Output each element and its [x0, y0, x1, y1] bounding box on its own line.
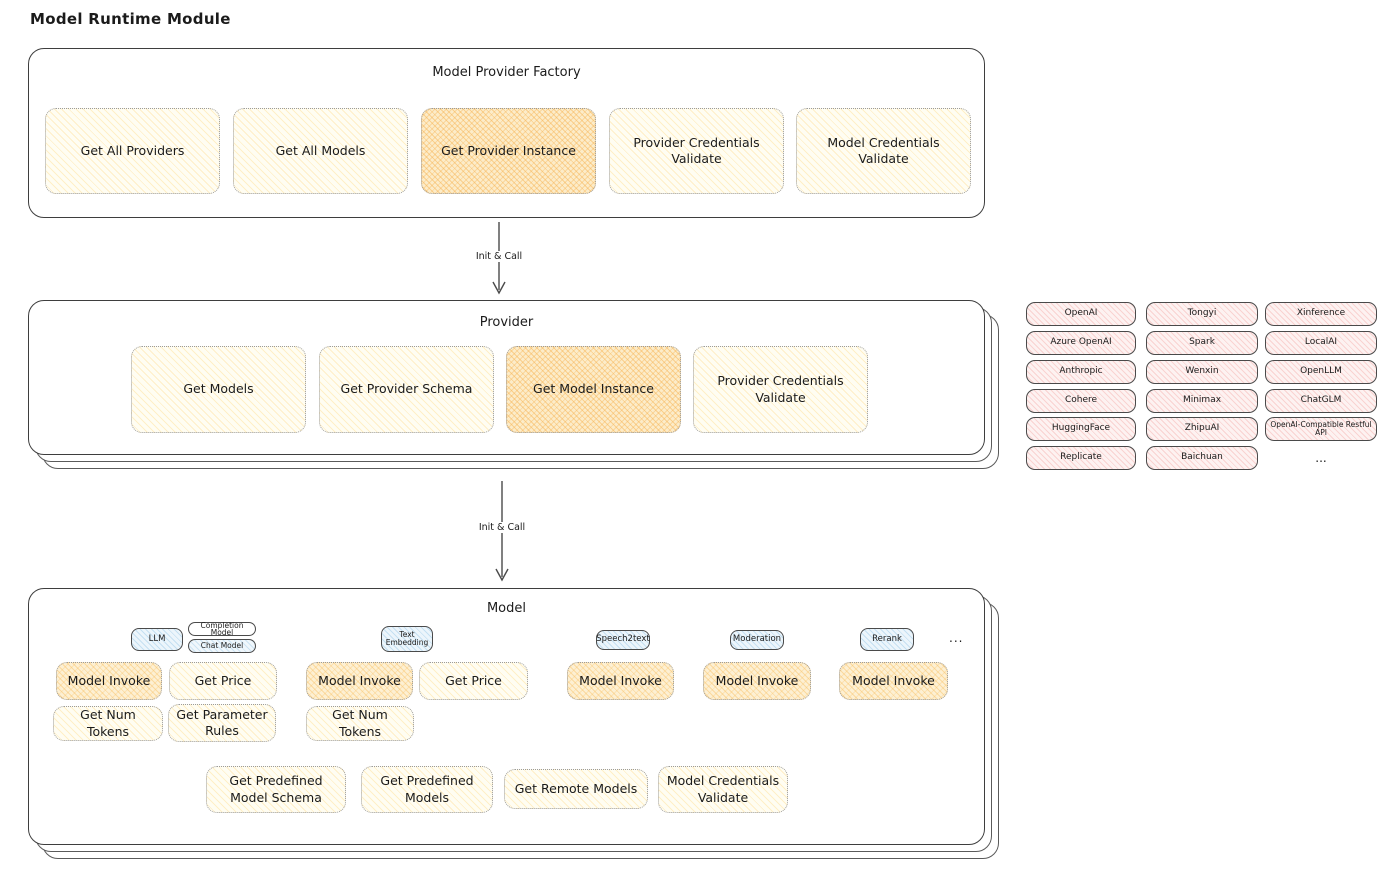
factory-box-title: Model Provider Factory — [432, 65, 581, 80]
factory-get-all-providers-button: Get All Providers — [45, 108, 220, 194]
page-title: Model Runtime Module — [30, 10, 231, 28]
vendor-replicate: Replicate — [1026, 446, 1136, 470]
llm-model-invoke-button: Model Invoke — [56, 662, 162, 700]
provider-provider-credentials-validate-button: Provider Credentials Validate — [693, 346, 868, 433]
moderation-model-invoke-button: Model Invoke — [703, 662, 811, 700]
provider-box: Provider Get Models Get Provider Schema … — [28, 300, 985, 455]
provider-box-title: Provider — [479, 315, 534, 330]
chip-chat-model: Chat Model — [188, 639, 256, 653]
chip-completion-model: Completion Model — [188, 621, 256, 636]
provider-get-model-instance-button: Get Model Instance — [506, 346, 681, 433]
speech2text-model-invoke-button: Model Invoke — [567, 662, 674, 700]
vendor-huggingface: HuggingFace — [1026, 417, 1136, 441]
factory-get-all-models-button: Get All Models — [233, 108, 408, 194]
model-credentials-validate-button: Model Credentials Validate — [658, 766, 788, 813]
vendor-openllm: OpenLLM — [1265, 360, 1377, 384]
provider-get-models-button: Get Models — [131, 346, 306, 433]
llm-get-parameter-rules-button: Get Parameter Rules — [168, 704, 276, 742]
factory-model-credentials-validate-button: Model Credentials Validate — [796, 108, 971, 194]
vendor-spark: Spark — [1146, 331, 1258, 355]
vendor-minimax: Minimax — [1146, 389, 1258, 413]
get-predefined-model-schema-button: Get Predefined Model Schema — [206, 766, 346, 813]
model-more-ellipsis: ... — [949, 631, 964, 645]
chip-moderation: Moderation — [730, 630, 784, 650]
model-box-title: Model — [486, 601, 527, 616]
vendor-baichuan: Baichuan — [1146, 446, 1258, 470]
arrow1-label: Init & Call — [458, 251, 540, 262]
vendor-openai-compatible-restful-api: OpenAI-Compatible Restful API — [1265, 417, 1377, 441]
vendor-tongyi: Tongyi — [1146, 302, 1258, 326]
rerank-model-invoke-button: Model Invoke — [839, 662, 948, 700]
vendor-localai: LocalAI — [1265, 331, 1377, 355]
llm-get-price-button: Get Price — [169, 662, 277, 700]
chip-text-embedding: Text Embedding — [381, 626, 433, 652]
text-embedding-get-price-button: Get Price — [419, 662, 528, 700]
get-remote-models-button: Get Remote Models — [504, 769, 648, 809]
arrow-provider-to-model — [495, 481, 509, 582]
chip-rerank: Rerank — [860, 628, 914, 651]
provider-get-provider-schema-button: Get Provider Schema — [319, 346, 494, 433]
factory-box: Model Provider Factory Get All Providers… — [28, 48, 985, 218]
get-predefined-models-button: Get Predefined Models — [361, 766, 493, 813]
chip-speech2text: Speech2text — [596, 630, 650, 650]
vendor-anthropic: Anthropic — [1026, 360, 1136, 384]
llm-get-num-tokens-button: Get Num Tokens — [53, 706, 163, 741]
vendor-zhipuai: ZhipuAI — [1146, 417, 1258, 441]
text-embedding-model-invoke-button: Model Invoke — [306, 662, 413, 700]
vendor-openai: OpenAI — [1026, 302, 1136, 326]
vendor-more-ellipsis: ... — [1315, 451, 1327, 465]
vendor-cohere: Cohere — [1026, 389, 1136, 413]
factory-get-provider-instance-button: Get Provider Instance — [421, 108, 596, 194]
factory-provider-credentials-validate-button: Provider Credentials Validate — [609, 108, 784, 194]
vendor-chatglm: ChatGLM — [1265, 389, 1377, 413]
vendor-azure-openai: Azure OpenAI — [1026, 331, 1136, 355]
text-embedding-get-num-tokens-button: Get Num Tokens — [306, 706, 414, 741]
chip-llm: LLM — [131, 628, 183, 651]
vendor-xinference: Xinference — [1265, 302, 1377, 326]
arrow2-label: Init & Call — [461, 522, 543, 533]
vendor-wenxin: Wenxin — [1146, 360, 1258, 384]
model-box: Model LLM Completion Model Chat Model Te… — [28, 588, 985, 845]
